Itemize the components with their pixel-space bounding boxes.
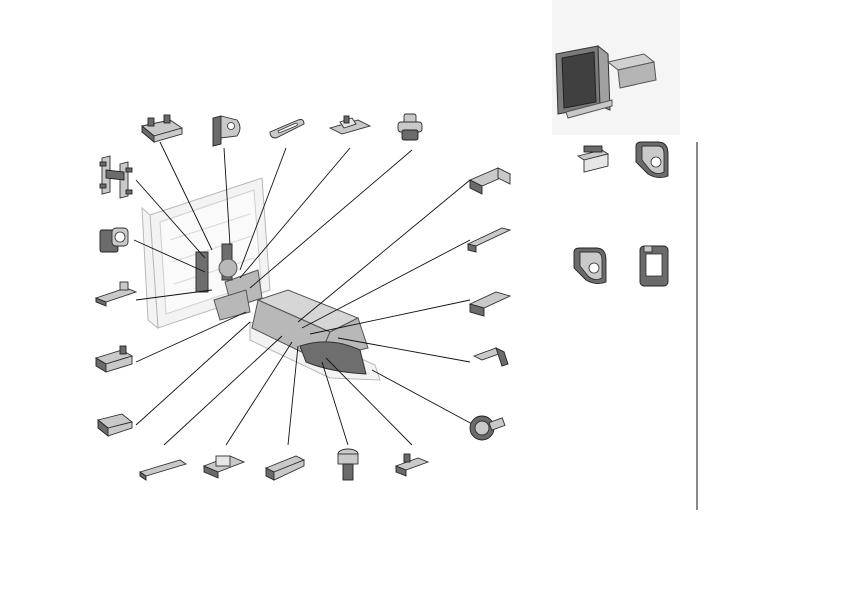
clamp-base-part: [202, 455, 246, 479]
channel-mount-part: [94, 345, 134, 373]
leader-line: [239, 147, 287, 271]
assembled-unit-preview: [552, 0, 680, 135]
hood-part: [468, 291, 512, 317]
rail-strip-part: [138, 459, 188, 481]
knob-screw-part: [469, 415, 506, 441]
leader-line: [337, 337, 471, 363]
leader-line: [239, 147, 351, 279]
main-housing-assembly: [195, 243, 381, 381]
leader-line: [297, 179, 471, 323]
latch-part: [394, 453, 430, 477]
foot-bracket-part: [472, 347, 509, 367]
leader-line: [135, 321, 251, 426]
leader-lines: [133, 141, 475, 446]
bracket-part: [141, 114, 184, 143]
leader-line: [223, 147, 231, 246]
cover-shell-part: [468, 167, 512, 195]
hook-bracket-part: [635, 141, 669, 179]
hook-bracket-part: [573, 247, 607, 285]
leader-line: [135, 289, 213, 301]
leader-line: [249, 149, 413, 289]
frame-bracket-part: [639, 245, 669, 287]
hinge-plate-part: [99, 155, 133, 199]
leader-line: [309, 299, 471, 335]
slotted-plate-part: [269, 119, 305, 139]
leader-line: [135, 311, 247, 363]
leader-line: [225, 341, 293, 446]
leader-line: [163, 335, 283, 446]
tray-part: [97, 413, 133, 437]
leader-line: [325, 357, 413, 446]
angle-bracket-part: [212, 115, 241, 147]
knob-fitting-part: [397, 113, 423, 141]
leader-line: [135, 179, 206, 259]
leader-line: [287, 345, 299, 446]
long-rail-part: [466, 227, 512, 253]
clip-plate-part: [328, 115, 372, 135]
leader-line: [159, 141, 213, 251]
clamp-bracket-part: [576, 145, 610, 173]
bolt-part: [337, 448, 359, 481]
leader-line: [133, 239, 206, 273]
bar-bracket-part: [264, 455, 306, 481]
leader-line: [321, 361, 349, 446]
leader-line: [371, 369, 475, 426]
leader-line: [301, 239, 471, 329]
flat-bracket-part: [94, 281, 138, 307]
cam-block-part: [99, 227, 129, 253]
